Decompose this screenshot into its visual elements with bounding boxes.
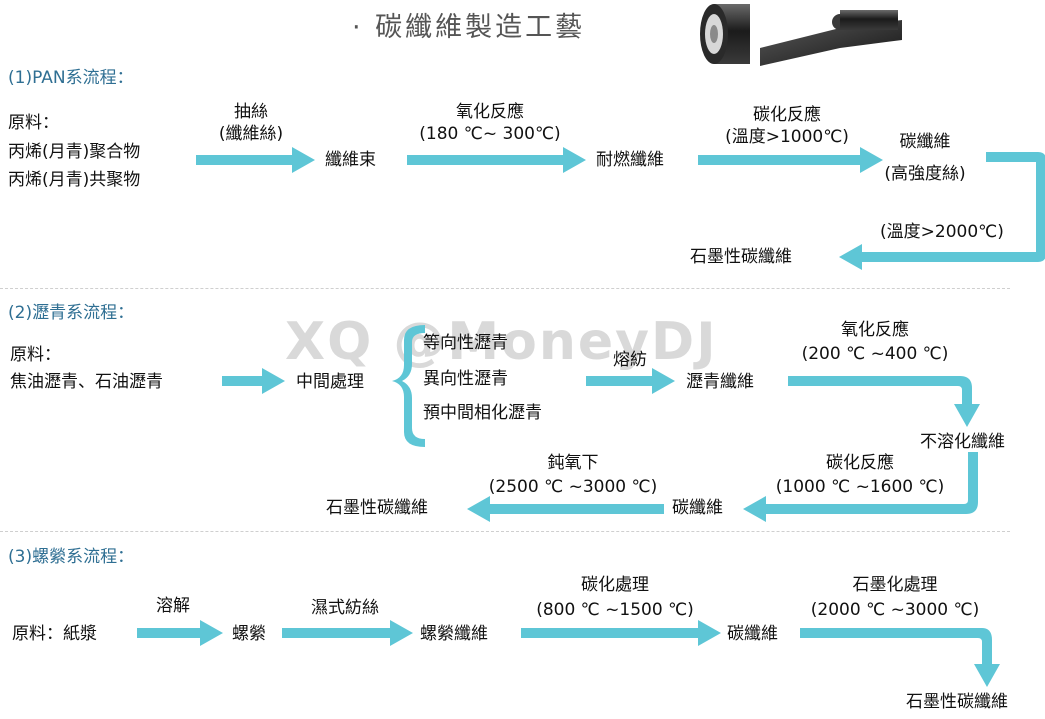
rayon-step3-label: 碳化處理 [581,575,649,595]
pitch-step5-temp: (2500 ℃ ~3000 ℃) [488,477,658,497]
rayon-final-graphite: 石墨性碳纖維 [906,692,1008,712]
pan-node-fiber-bundle: 纖維束 [325,150,376,170]
rayon-step1-dissolve: 溶解 [156,596,190,616]
arrow-rayon-4 [800,628,1000,687]
pitch-branch-isotropic: 等向性瀝青 [423,333,508,353]
pitch-branch-anisotropic: 異向性瀝青 [423,369,508,389]
arrow-rayon-1 [137,620,223,646]
rayon-node-carbon-fiber: 碳纖維 [727,624,778,644]
arrow-pitch-1 [222,368,285,394]
pan-node-carbon-fiber-note: (高強度絲) [884,164,966,184]
rayon-step4-label: 石墨化處理 [852,575,938,595]
diagram-title: · 碳纖維製造工藝 [352,12,586,43]
pan-node-flame-resistant: 耐燃纖維 [596,150,664,170]
pitch-raw-label: 原料： [10,345,61,365]
rayon-node-rayon: 螺縈 [232,624,266,644]
pan-step1-note: (纖維絲) [218,124,284,144]
rayon-step2-wet-spin: 濕式紡絲 [311,598,379,618]
pan-step3-temp: (溫度>1000℃) [725,127,849,147]
arrow-pitch-3 [788,376,980,427]
pan-raw-material-2: 丙烯(月青)共聚物 [8,170,141,190]
pan-raw-material-1: 丙烯(月青)聚合物 [8,142,141,162]
pitch-raw-material: 焦油瀝青、石油瀝青 [10,372,163,392]
carbon-fiber-roll-image [700,4,902,66]
rayon-step4-temp: (2000 ℃ ~3000 ℃) [810,600,980,620]
arrow-rayon-3 [521,620,721,646]
pan-final-graphite: 石墨性碳纖維 [690,247,792,267]
arrow-pitch-2 [586,368,675,394]
pitch-step-melt-spin: 熔紡 [613,350,647,370]
rayon-raw-material: 原料：紙漿 [12,624,97,644]
rayon-step3-temp: (800 ℃ ~1500 ℃) [536,600,694,620]
pitch-branch-premesophase: 預中間相化瀝青 [423,403,542,423]
arrow-pan-2 [407,147,586,173]
arrow-pitch-5 [467,496,664,522]
pitch-node-carbon-fiber: 碳纖維 [672,498,723,518]
pan-section-header: (1)PAN系流程： [8,68,134,88]
section-divider [0,288,1010,289]
pan-step3-label: 碳化反應 [753,105,821,125]
pan-step1-label: 抽絲 [234,102,268,122]
pan-raw-label: 原料： [8,113,59,133]
pan-step2-label: 氧化反應 [456,102,524,122]
pitch-final-graphite: 石墨性碳纖維 [326,498,428,518]
pan-step4-temp: (溫度>2000℃) [880,222,1004,242]
arrow-pan-1 [196,147,315,173]
pitch-node-intermediate: 中間處理 [296,372,364,392]
pan-node-carbon-fiber: 碳纖維 [899,132,951,152]
arrow-rayon-2 [282,620,413,646]
rayon-node-rayon-fiber: 螺縈纖維 [420,624,488,644]
pitch-node-infusible: 不溶化纖維 [920,432,1005,452]
watermark: XQ @MoneyDJ [285,312,718,372]
pitch-step4-temp: (1000 ℃ ~1600 ℃) [775,477,945,497]
arrow-pan-3 [698,147,883,173]
pitch-step3-temp: (200 ℃ ~400 ℃) [801,344,949,364]
pitch-step5-label: 鈍氧下 [547,453,599,473]
pitch-section-header: (2)瀝青系流程： [8,303,135,323]
section-divider [0,531,1010,532]
pitch-step3-label: 氧化反應 [841,320,909,340]
arrow-pan-4 [839,152,1045,270]
pitch-step4-label: 碳化反應 [826,453,894,473]
arrow-pitch-4 [743,452,978,522]
rayon-section-header: (3)螺縈系流程： [8,547,135,567]
pan-step2-temp: (180 ℃~ 300℃) [419,124,561,144]
brace [392,325,425,447]
pitch-node-pitch-fiber: 瀝青纖維 [686,372,754,392]
